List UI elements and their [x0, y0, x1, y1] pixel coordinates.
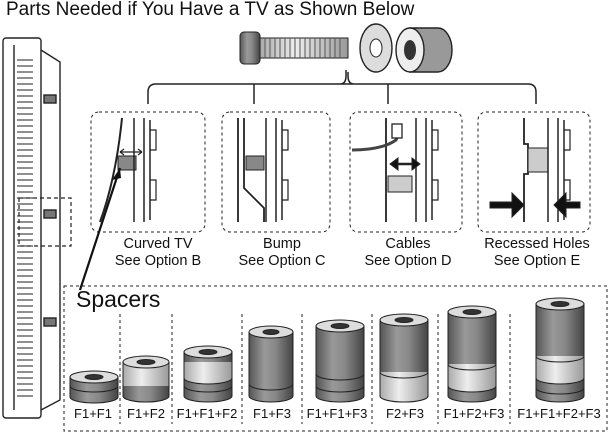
spacers-title: Spacers — [76, 286, 161, 312]
spacer-caption: F1+F2+F3 — [443, 406, 505, 421]
page-title: Parts Needed if You Have a TV as Shown B… — [6, 0, 415, 20]
option-c-label: Bump See Option C — [222, 236, 342, 270]
spacer-part-illustration — [395, 27, 453, 73]
option-box-recessed-holes — [477, 111, 591, 233]
option-d-label: Cables See Option D — [348, 236, 468, 270]
option-e-label: Recessed Holes See Option E — [476, 236, 598, 270]
option-b-label: Curved TV See Option B — [98, 236, 218, 270]
option-c-title: Bump — [263, 236, 301, 252]
washer-illustration — [359, 23, 393, 73]
option-e-ref: See Option E — [493, 253, 581, 269]
spacers-box — [63, 285, 608, 432]
option-b-ref: See Option B — [114, 253, 202, 269]
spacer-f1-f1-f2 — [183, 345, 233, 403]
option-d-ref: See Option D — [364, 253, 452, 269]
spacers-dividers — [119, 314, 511, 424]
spacer-caption: F1+F1+F2+F3 — [517, 406, 601, 421]
bolt-illustration — [239, 31, 349, 65]
spacer-f1-f1-f2-f3 — [535, 297, 585, 403]
spacer-caption: F1+F1+F3 — [306, 406, 368, 421]
spacer-caption: F1+F3 — [253, 406, 291, 421]
option-box-cables — [349, 111, 463, 233]
spacer-f2-f3 — [379, 313, 429, 403]
option-d-title: Cables — [385, 236, 431, 252]
spacer-caption: F1+F1+F2 — [176, 406, 238, 421]
option-c-ref: See Option C — [238, 253, 326, 269]
spacer-caption: F2+F3 — [386, 406, 424, 421]
spacer-f1-f3 — [248, 325, 294, 403]
spacer-f1-f1-f3 — [315, 319, 365, 403]
bracket-brace — [147, 70, 537, 104]
option-e-title: Recessed Holes — [484, 236, 590, 252]
option-box-curved-tv — [90, 111, 206, 233]
spacer-caption: F1+F1 — [74, 406, 112, 421]
tv-side-illustration — [2, 37, 72, 419]
spacer-f1-f2 — [122, 355, 170, 403]
spacer-caption: F1+F2 — [127, 406, 165, 421]
spacer-f1-f1 — [69, 370, 119, 404]
option-box-bump — [221, 111, 331, 233]
spacer-f1-f2-f3 — [447, 305, 497, 403]
pointer-arrow — [78, 167, 122, 291]
option-b-title: Curved TV — [123, 236, 193, 252]
